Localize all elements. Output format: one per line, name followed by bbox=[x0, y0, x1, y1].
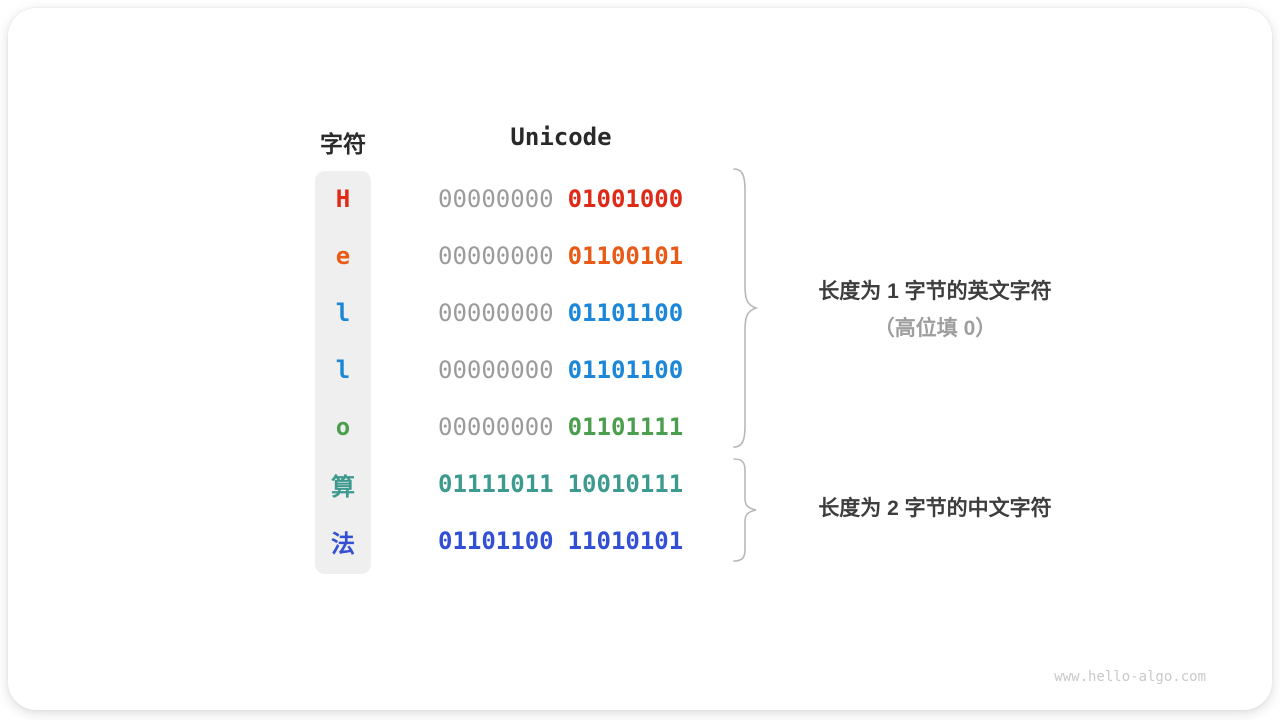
unicode-low-byte: 01101100 bbox=[567, 299, 684, 327]
unicode-low-byte: 01001000 bbox=[567, 185, 684, 213]
unicode-cell: 00000000 01001000 bbox=[438, 185, 683, 213]
char-cell: l bbox=[335, 299, 351, 327]
unicode-cell: 01111011 10010111 bbox=[438, 470, 683, 498]
unicode-high-byte: 00000000 bbox=[438, 185, 554, 213]
char-cell: 法 bbox=[331, 529, 355, 558]
char-cell: H bbox=[335, 185, 351, 213]
annotation-english-chars: 长度为 1 字节的英文字符 （高位填 0） bbox=[770, 273, 1100, 347]
column-header-char: 字符 bbox=[320, 131, 366, 157]
unicode-high-byte: 00000000 bbox=[438, 242, 554, 270]
unicode-low-byte: 10010111 bbox=[567, 470, 684, 498]
char-cell: l bbox=[335, 356, 351, 384]
unicode-high-byte: 00000000 bbox=[438, 413, 554, 441]
table-row: e 00000000 01100101 bbox=[315, 240, 683, 272]
unicode-cell: 00000000 01101111 bbox=[438, 413, 683, 441]
unicode-high-byte: 00000000 bbox=[438, 356, 554, 384]
unicode-low-byte: 01101111 bbox=[567, 413, 684, 441]
brace-chinese-group bbox=[733, 458, 757, 562]
table-row: H 00000000 01001000 bbox=[315, 183, 683, 215]
unicode-high-byte: 00000000 bbox=[438, 299, 554, 327]
annotation-english-line2: （高位填 0） bbox=[873, 317, 997, 340]
table-row: 算 01111011 10010111 bbox=[315, 468, 683, 501]
table-row: o 00000000 01101111 bbox=[315, 411, 683, 443]
figure-card: 字符 Unicode H 00000000 01001000 e 0000000… bbox=[8, 8, 1272, 710]
unicode-cell: 01101100 11010101 bbox=[438, 527, 683, 555]
brace-english-group bbox=[733, 168, 758, 448]
annotation-english-line1: 长度为 1 字节的英文字符 bbox=[818, 280, 1052, 303]
unicode-high-byte: 01101100 bbox=[438, 527, 554, 555]
unicode-cell: 00000000 01100101 bbox=[438, 242, 683, 270]
unicode-low-byte: 11010101 bbox=[567, 527, 684, 555]
annotation-chinese-chars: 长度为 2 字节的中文字符 bbox=[770, 490, 1100, 527]
table-row: l 00000000 01101100 bbox=[315, 297, 683, 329]
char-cell: 算 bbox=[331, 472, 355, 501]
char-cell: e bbox=[335, 242, 351, 270]
annotation-chinese-line1: 长度为 2 字节的中文字符 bbox=[818, 497, 1052, 520]
unicode-cell: 00000000 01101100 bbox=[438, 356, 683, 384]
char-column-background bbox=[315, 171, 371, 574]
table-row: l 00000000 01101100 bbox=[315, 354, 683, 386]
watermark: www.hello-algo.com bbox=[1054, 669, 1206, 685]
column-header-unicode: Unicode bbox=[510, 123, 612, 151]
unicode-cell: 00000000 01101100 bbox=[438, 299, 683, 327]
table-row: 法 01101100 11010101 bbox=[315, 525, 683, 558]
unicode-low-byte: 01101100 bbox=[567, 356, 684, 384]
char-cell: o bbox=[335, 413, 351, 441]
unicode-high-byte: 01111011 bbox=[438, 470, 554, 498]
unicode-low-byte: 01100101 bbox=[567, 242, 684, 270]
